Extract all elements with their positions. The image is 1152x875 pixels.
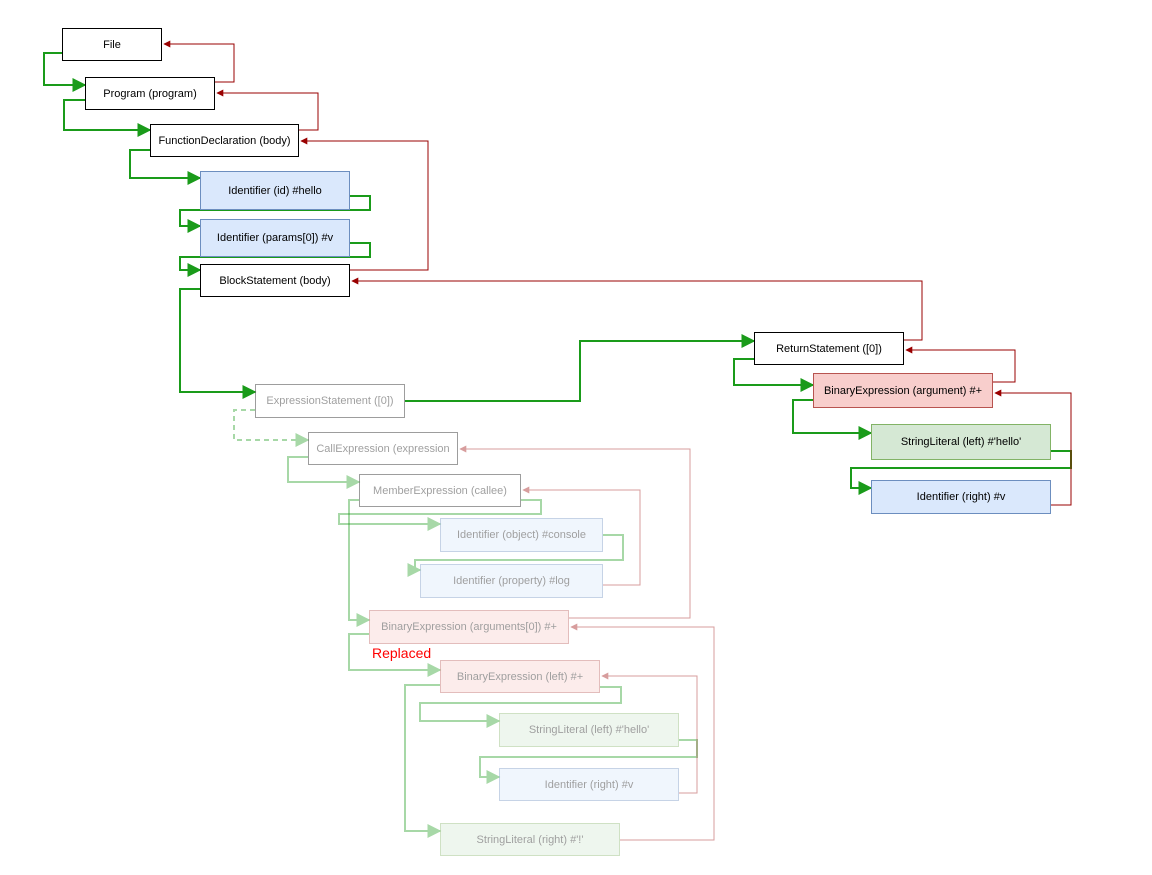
edge-string-left-identifier-right <box>479 739 698 784</box>
edge-identifier-object-property <box>407 534 624 577</box>
node-binary-expression-args: BinaryExpression (arguments[0]) #+ <box>369 610 569 644</box>
node-identifier-right-faded: Identifier (right) #v <box>499 768 679 801</box>
edge-identifier-id-params <box>179 195 371 233</box>
node-expression-statement: ExpressionStatement ([0]) <box>255 384 405 418</box>
node-string-literal-left-faded: StringLiteral (left) #'hello' <box>499 713 679 747</box>
edge-program-function <box>63 99 152 137</box>
replaced-note: Replaced <box>372 645 432 661</box>
node-identifier-params: Identifier (params[0]) #v <box>200 219 350 257</box>
node-string-literal-left: StringLiteral (left) #'hello' <box>871 424 1051 460</box>
node-binary-expression-argument: BinaryExpression (argument) #+ <box>813 373 993 408</box>
node-file: File <box>62 28 162 61</box>
edge-member-binary-args <box>348 499 371 627</box>
edge-identifier-right-binary-left <box>601 672 698 794</box>
node-block-statement: BlockStatement (body) <box>200 264 350 297</box>
node-function-declaration: FunctionDeclaration (body) <box>150 124 299 157</box>
edge-binary-args-binary-left <box>348 633 442 677</box>
node-program: Program (program) <box>85 77 215 110</box>
edge-binary-argument-string-left <box>792 399 873 440</box>
edge-program-file <box>163 40 235 83</box>
node-identifier-object: Identifier (object) #console <box>440 518 603 552</box>
edge-binary-left-string-left <box>419 686 622 728</box>
edge-string-right-binary-args <box>570 623 715 841</box>
edge-binary-argument-return <box>905 346 1016 383</box>
edge-binary-left-string-right <box>404 684 442 838</box>
node-call-expression: CallExpression (expression <box>308 432 458 465</box>
edge-binary-args-call <box>459 445 691 619</box>
edge-member-identifier-object <box>338 499 542 531</box>
edge-identifier-property-member <box>522 486 641 586</box>
node-identifier-property: Identifier (property) #log <box>420 564 603 598</box>
edge-file-program <box>43 52 87 92</box>
edge-params-block <box>179 242 371 277</box>
node-string-literal-right: StringLiteral (right) #'!' <box>440 823 620 856</box>
node-binary-expression-left: BinaryExpression (left) #+ <box>440 660 600 693</box>
node-return-statement: ReturnStatement ([0]) <box>754 332 904 365</box>
edge-function-identifier-id <box>129 149 202 185</box>
edge-block-function <box>300 137 429 271</box>
edge-call-member <box>287 456 361 489</box>
edge-block-expression-statement <box>179 288 257 399</box>
node-identifier-id: Identifier (id) #hello <box>200 171 350 210</box>
node-member-expression: MemberExpression (callee) <box>359 474 521 507</box>
edge-expression-statement-return <box>405 334 756 402</box>
edge-identifier-right-binary-argument <box>994 389 1072 506</box>
edge-function-program <box>216 89 319 131</box>
edge-string-left-identifier-right <box>850 450 1072 495</box>
node-identifier-right: Identifier (right) #v <box>871 480 1051 514</box>
edge-return-block <box>351 277 923 341</box>
edge-return-binary-argument <box>733 358 815 392</box>
edge-expression-call <box>233 409 310 447</box>
